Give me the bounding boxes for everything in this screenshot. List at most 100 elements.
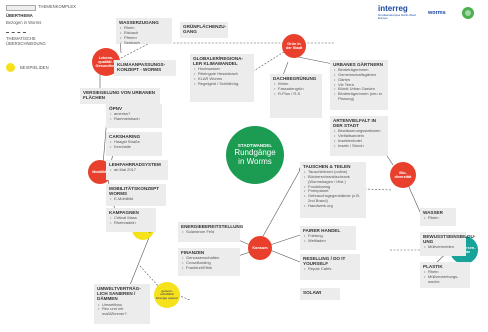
box-item: Hochwasser — [194, 67, 251, 72]
legend-topic-sub: Bezogen in Worms — [6, 20, 42, 25]
box-items: BewässerungsstationenVielfaltsandelnInse… — [333, 129, 385, 149]
node-gruen: Grün in der Stadt — [282, 34, 306, 58]
box-items: FrietungWeltladen — [303, 233, 353, 244]
box-title: FINANZEN — [181, 250, 205, 255]
box-item: Vie Terra — [334, 82, 385, 88]
box-klimaanpassung: KLIMAANPASSUNGS-KONZEPT - WORMS — [114, 60, 176, 76]
box-items: Tauschbörsen (online)Bücherschranktschra… — [303, 169, 363, 208]
box-item: Rez und mit maßiZimmer? — [98, 307, 147, 317]
box-title: CARSHARING — [109, 134, 141, 139]
box-umweltvertraeg: UMWELTVERTRÄG-LICH SANIEREN / DÄMMEN Umw… — [94, 284, 150, 324]
box-title: GLOBALER/REGIONA-LER KLIMAWANDEL — [193, 56, 244, 67]
box-title: TAUSCHEN & TEILEN — [303, 164, 351, 169]
box-item: Bindeträgerinnen — [334, 67, 385, 73]
node-konsum: Konsum — [248, 236, 272, 260]
box-title: ÖPNV — [109, 106, 123, 111]
center-hub: STADTWANDEL Rundgänge in Worms — [226, 126, 284, 184]
box-title: MOBILITÄTSKONZEPT WORMS — [109, 186, 160, 197]
box-items: ab Mai 2017 — [109, 167, 165, 173]
box-title: PLASTIK — [423, 264, 443, 269]
box-item: KLAR Worms — [194, 76, 251, 82]
box-carsharing: CARSHARING Haagst StraßeKernhalle — [106, 132, 162, 156]
box-items: RheinEisbachPfrimmSeebach — [119, 25, 169, 45]
box-title: GRÜNFLÄCHENZU-GANG — [183, 24, 227, 35]
box-title: UMWELTVERTRÄG-LICH SANIEREN / DÄMMEN — [97, 286, 141, 302]
box-item: Rheingole Hessisbach — [194, 71, 251, 77]
legend-theme-label: THEMENKOMPLEX — [38, 4, 76, 9]
box-item: Pfrimm — [120, 35, 169, 41]
box-fairer: FAIRER HANDEL FrietungWeltladen — [300, 226, 356, 250]
box-items: UmweltbauRez und mit maßiZimmer? — [97, 302, 147, 317]
edge-grun-urbanes — [297, 56, 334, 65]
box-artenvielfalt: ARTENVIELFALT IN DER STADT Bewässerungss… — [330, 116, 388, 156]
box-items: Critical MassRheinradeln — [109, 215, 153, 226]
box-plastik: PLASTIK RheinMüllverwertungs-woche — [420, 262, 470, 288]
box-finanzen: FINANZEN GenossenschaftenCrowdfundingFra… — [178, 248, 240, 276]
box-item: Kernhalle — [110, 144, 159, 150]
box-bewusstsein: BEWUSSTSEINSBILDU-UNG Müllvermeiden — [420, 232, 475, 256]
box-items: Solarstrom Feld — [181, 229, 237, 235]
box-item: Haagst Straße — [110, 139, 159, 145]
box-title: ARTENVIELFALT IN DER STADT — [333, 118, 377, 129]
box-item: Gemeinschaftsgärten — [334, 72, 385, 78]
box-dachbegruenung: DACHBEGRÜNUNG WohnFassadengrünR-Plus / R… — [270, 74, 322, 118]
box-item: Regelgeld / Schildbürg. — [194, 81, 251, 87]
box-title: VERSIEGELUNG VON URBANEN FLÄCHEN — [83, 90, 155, 101]
box-item: Eisbach — [120, 30, 169, 36]
legend-crossover-line — [6, 32, 26, 33]
box-energiebereitstellung: ENERGIEBEREITSTELLUNG Solarstrom Feld — [178, 222, 243, 242]
box-item: Rammelsbach — [110, 116, 159, 122]
box-title: FAIRER HANDEL — [303, 228, 341, 233]
box-items: WohnFassadengrünR-Plus / R-S — [273, 81, 319, 96]
box-item: ameriss? — [110, 111, 159, 117]
box-title: DACHBEGRÜNUNG — [273, 76, 317, 81]
dashed-edge — [251, 49, 288, 73]
edge-kon-tausch — [261, 169, 301, 239]
worms-logo-text: worms — [428, 10, 446, 16]
box-item: Insektenhotel — [334, 138, 385, 144]
partner-logo-green — [458, 5, 478, 23]
box-oepnv: ÖPNV ameriss?Rammelsbach — [106, 104, 162, 128]
box-title: WASSER — [423, 210, 443, 215]
box-items: ameriss?Rammelsbach — [109, 111, 159, 122]
box-reselling: RESELLING / DO IT YOURSELF Repair Cafés — [300, 254, 360, 280]
legend-example-dot — [6, 63, 15, 72]
box-items: HochwasserRheingole HessisbachKLAR Worms… — [193, 67, 251, 87]
box-title: LEIHFAHRRADSYSTEM — [109, 162, 161, 167]
box-item: Frankfurt/Ethik — [182, 265, 237, 271]
box-item: Rhein — [424, 215, 453, 221]
interreg-logo-sub: Nordwesteuropa North-West Europe — [378, 13, 416, 21]
edge-kon-resell — [269, 249, 301, 263]
box-solawi: SOLAWI — [300, 288, 340, 300]
box-item: Gebrauchsgegenstände (z.B. 2nd Brand) — [304, 193, 363, 204]
box-item: Critical Mass — [110, 215, 153, 221]
box-versiegelung: VERSIEGELUNG VON URBANEN FLÄCHEN — [80, 88, 160, 104]
box-item: Wohn — [274, 81, 319, 87]
box-item: Gärten — [334, 77, 385, 83]
worms-logo: worms — [428, 6, 450, 22]
box-items: Haagst StraßeKernhalle — [109, 139, 159, 150]
legend-crossover-label: THEMATISCHE ÜBERSCHNEIDUNG — [6, 36, 46, 46]
box-item: ab Mai 2017 — [110, 167, 165, 173]
center-kicker: STADTWANDEL — [237, 142, 273, 148]
box-items: GenossenschaftenCrowdfundingFrankfurt/Et… — [181, 255, 237, 271]
box-item: Solarstrom Feld — [182, 229, 237, 235]
box-leihfahrrad: LEIHFAHRRADSYSTEM ab Mai 2017 — [106, 160, 168, 180]
box-item: Foodsharing — [304, 184, 363, 190]
edge-kon-fairer — [269, 234, 301, 246]
box-item: Weltladen — [304, 238, 353, 244]
box-items: Rhein — [423, 215, 453, 221]
box-globaler: GLOBALER/REGIONA-LER KLIMAWANDEL Hochwas… — [190, 54, 254, 102]
box-wasser: WASSER Rhein — [420, 208, 456, 226]
box-title: KLIMAANPASSUNGS-KONZEPT - WORMS — [117, 62, 166, 73]
legend-example-label: BEISPIELIDEN — [20, 65, 49, 70]
box-item: E-Mobilität — [110, 197, 163, 202]
box-title: RESELLING / DO IT YOURSELF — [303, 256, 346, 267]
box-items: Repair Cafés — [303, 267, 357, 272]
box-item: Tauschbörsen (online) — [304, 169, 363, 175]
box-item: Fassadengrün — [274, 86, 319, 92]
box-gruenflaechen: GRÜNFLÄCHENZU-GANG — [180, 22, 228, 38]
leaf-icon — [462, 7, 474, 19]
interreg-logo-text: interreg — [378, 4, 408, 13]
